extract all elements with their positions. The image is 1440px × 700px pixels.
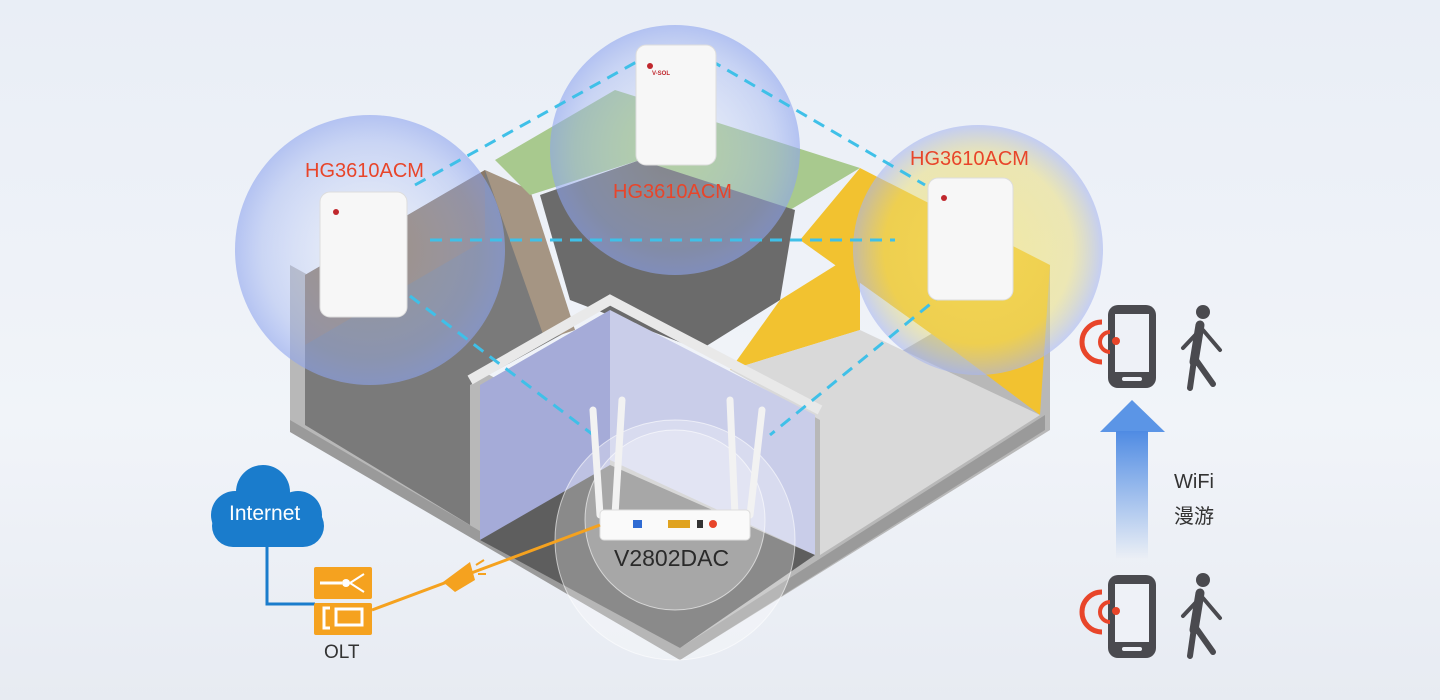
- mesh-links: [409, 58, 946, 442]
- router-brand-logo: V-SOL: [652, 71, 671, 77]
- fiber-link: [371, 523, 601, 612]
- mesh-label-left: HG3610ACM: [305, 160, 424, 182]
- olt-icon: [314, 567, 372, 635]
- phone-wifi-icon-bottom: [1079, 575, 1156, 658]
- roaming-label-line2: 漫游: [1174, 506, 1214, 528]
- internet-cloud-icon: [211, 465, 324, 547]
- room-left-wall-right: [485, 170, 575, 340]
- room-front-floor: [480, 465, 815, 648]
- main-router: [589, 396, 766, 541]
- mesh-label-center: HG3610ACM: [613, 181, 732, 203]
- walking-person-icon-bottom: [1181, 573, 1222, 659]
- main-router-label: V2802DAC: [614, 545, 730, 571]
- internet-label: Internet: [229, 502, 301, 525]
- internet-link: [265, 547, 315, 606]
- mesh-device-center: [635, 44, 717, 166]
- mesh-device-right: [927, 177, 1014, 301]
- walking-person-icon-top: [1181, 305, 1222, 391]
- mesh-label-right: HG3610ACM: [910, 148, 1029, 170]
- roaming-arrow-icon: [1100, 400, 1165, 559]
- phone-wifi-icon-top: [1079, 305, 1156, 388]
- room-front-wall-left: [480, 310, 610, 540]
- room-front-wall-right: [610, 310, 815, 555]
- olt-label: OLT: [324, 642, 360, 663]
- room-right-floor: [730, 330, 1040, 555]
- roaming-label-line1: WiFi: [1174, 471, 1214, 493]
- mesh-device-left: [319, 191, 408, 318]
- fiber-connector-icon: [443, 559, 486, 592]
